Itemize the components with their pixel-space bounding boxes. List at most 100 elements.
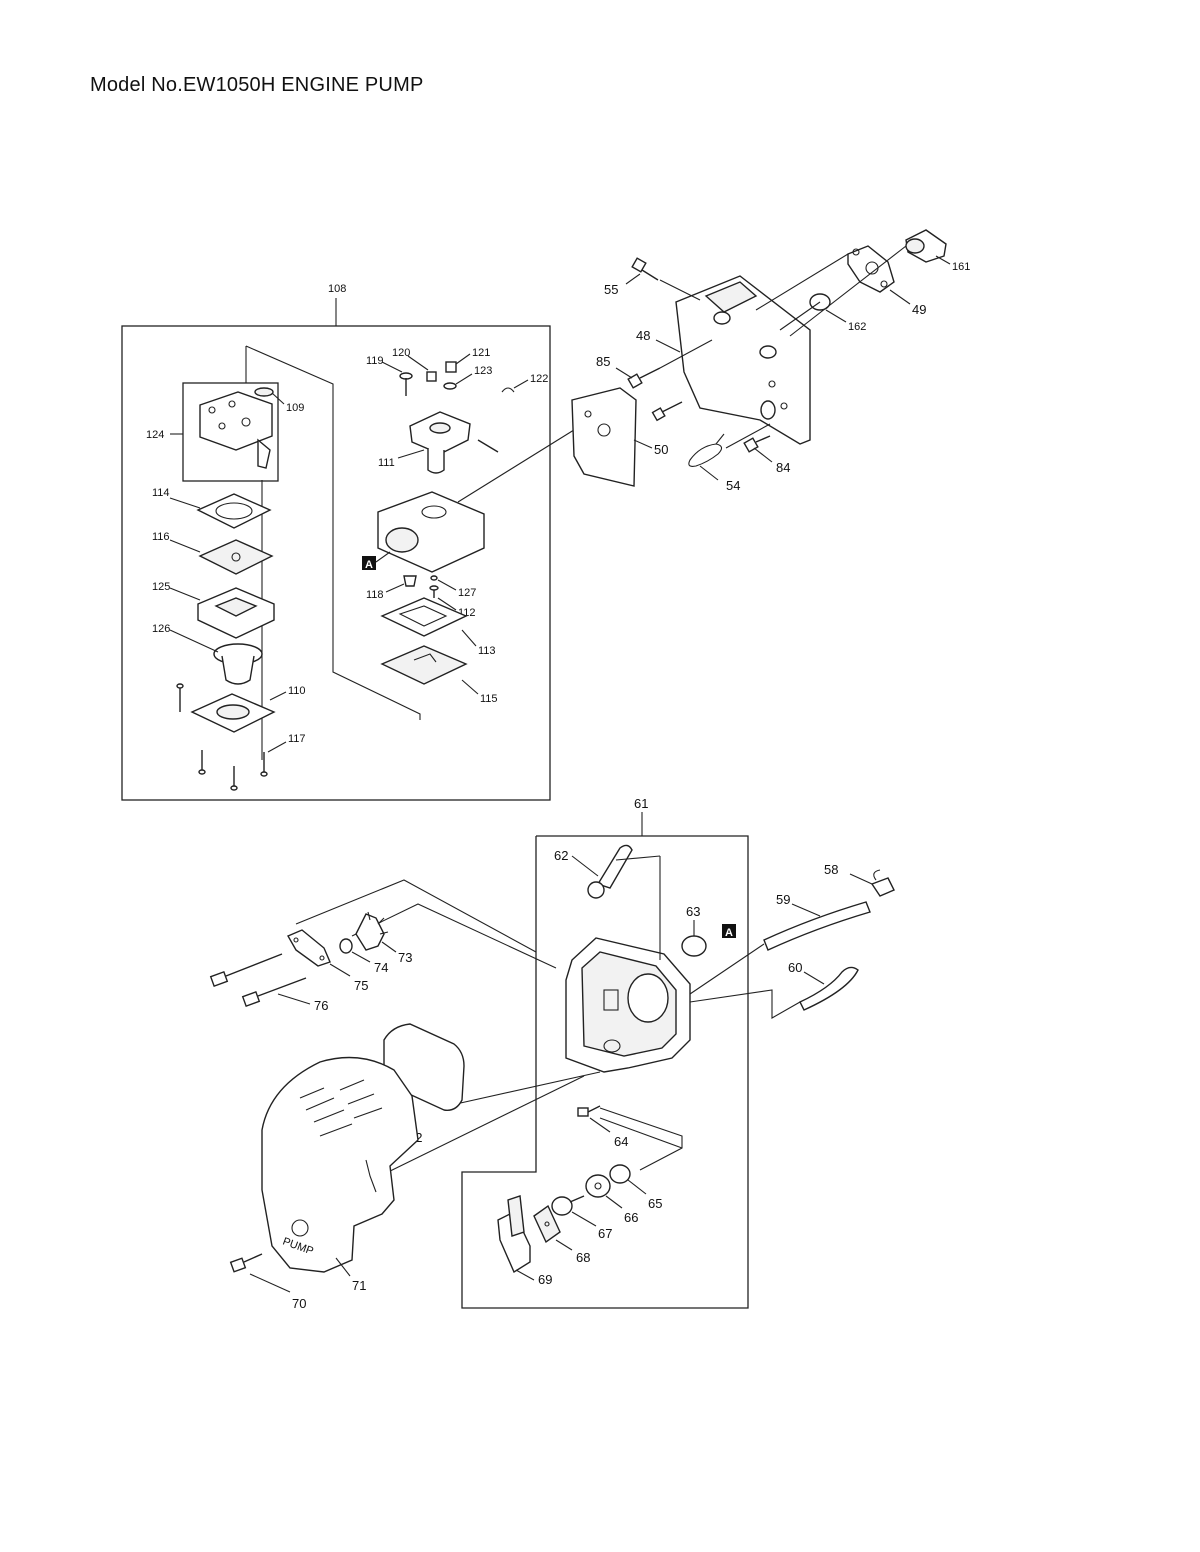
screw-70-part (229, 1253, 263, 1273)
knob-69-part (497, 1195, 531, 1274)
label-66: 66 (624, 1210, 638, 1225)
gasket-113-part (380, 597, 468, 637)
reference-tag-a-left: A (362, 556, 376, 571)
label-70: 70 (292, 1296, 306, 1311)
sleeve-161-part (905, 229, 947, 263)
label-73: 73 (398, 950, 412, 965)
label-54: 54 (726, 478, 740, 493)
label-115: 115 (480, 693, 498, 705)
label-124: 124 (146, 429, 164, 441)
engine-cover-group: 75 76 74 73 72 (209, 879, 601, 1311)
pump-cover-subbox (182, 382, 279, 482)
label-120: 120 (392, 347, 410, 359)
label-62: 62 (554, 848, 568, 863)
label-161: 161 (952, 261, 970, 273)
label-123: 123 (474, 365, 492, 377)
label-48: 48 (636, 328, 650, 343)
label-119: 119 (366, 355, 384, 367)
label-110: 110 (288, 685, 306, 697)
label-162: 162 (848, 321, 866, 333)
plunger-67-part (551, 1195, 585, 1216)
pump-cover-part (199, 391, 273, 469)
label-67: 67 (598, 1226, 612, 1241)
disc-66-part (585, 1174, 611, 1198)
clamp-58-part (870, 869, 895, 897)
label-64: 64 (614, 1134, 628, 1149)
label-108: 108 (328, 283, 346, 295)
label-127: 127 (458, 587, 476, 599)
label-61: 61 (634, 796, 648, 811)
clamp-54-part (688, 433, 725, 467)
mount-screw-part (651, 401, 683, 422)
carburetor-kit-box (121, 325, 551, 801)
bolt-76-part (241, 977, 307, 1007)
clip-122-part (501, 387, 515, 393)
label-117: 117 (288, 733, 306, 745)
label-126: 126 (152, 623, 170, 635)
label-118: 118 (366, 589, 384, 601)
label-109: 109 (286, 402, 304, 414)
reference-tag-a-right: A (722, 924, 736, 939)
part-120 (426, 371, 437, 382)
label-74: 74 (374, 960, 388, 975)
screw-119-part (399, 372, 413, 396)
bolt-long-upper-part (209, 953, 283, 987)
o-ring-63-part (681, 935, 707, 957)
label-85: 85 (596, 354, 610, 369)
diaphragm-116-part (198, 539, 274, 575)
label-76: 76 (314, 998, 328, 1013)
carburetor-body-part (377, 491, 485, 573)
bolt-84-part (743, 435, 771, 453)
throttle-assembly-111-part (409, 411, 499, 474)
washer-74-part (339, 938, 353, 954)
pump-body-125-part (197, 587, 275, 639)
label-49: 49 (912, 302, 926, 317)
primer-bulb-126-part (213, 643, 263, 685)
carburetor-assembly-group: 108 124 109 114 (121, 283, 551, 801)
o-ring-65-part (609, 1164, 631, 1184)
label-75: 75 (354, 978, 368, 993)
label-125: 125 (152, 581, 170, 593)
screw-85-part (627, 367, 661, 389)
svg-text:A: A (725, 927, 733, 939)
label-69: 69 (538, 1272, 552, 1287)
plate-68-part (533, 1204, 561, 1244)
label-68: 68 (576, 1250, 590, 1265)
bracket-75-part (287, 929, 331, 967)
gasket-114-part (196, 493, 272, 529)
washer-123-part (443, 382, 457, 390)
label-60: 60 (788, 960, 802, 975)
diaphragm-115-part (380, 645, 468, 685)
gear-73-part (355, 911, 389, 951)
label-121: 121 (472, 347, 490, 359)
label-65: 65 (648, 1196, 662, 1211)
needle-112-part (429, 585, 439, 598)
label-111: 111 (378, 457, 395, 469)
gasket-49-part (847, 245, 895, 293)
label-50: 50 (654, 442, 668, 457)
label-63: 63 (686, 904, 700, 919)
label-59: 59 (776, 892, 790, 907)
label-122: 122 (530, 373, 548, 385)
label-71: 71 (352, 1278, 366, 1293)
cover-110-part (190, 693, 276, 733)
hose-59-part (763, 901, 871, 951)
bracket-48-part (675, 275, 811, 445)
label-116: 116 (152, 531, 170, 543)
svg-text:A: A (365, 559, 373, 571)
pump-kit-box (461, 835, 749, 1309)
part-118 (403, 575, 417, 587)
screw-64-part (577, 1105, 601, 1117)
engine-cover-71-part: PUMP (261, 1056, 419, 1273)
page-title: Model No.EW1050H ENGINE PUMP (90, 74, 424, 96)
label-114: 114 (152, 487, 170, 499)
fuel-hoses-group: 58 59 60 (689, 862, 895, 1019)
part-121 (445, 361, 457, 373)
label-113: 113 (478, 645, 496, 657)
lever-62-part (587, 844, 633, 899)
pump-cover-group: 61 62 63 A (461, 796, 749, 1309)
pump-case-part (565, 937, 691, 1073)
engine-mount-group: 50 48 55 85 (571, 229, 970, 493)
insulator-50-part (571, 387, 637, 487)
